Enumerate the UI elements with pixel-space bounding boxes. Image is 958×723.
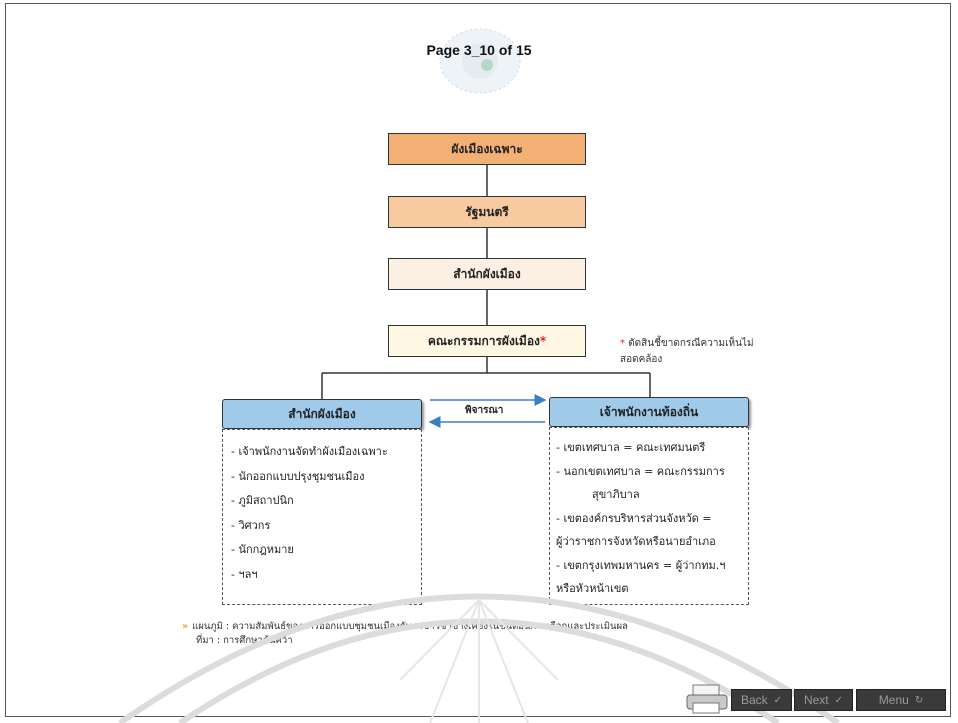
box-specific-city-plan: ผังเมืองเฉพาะ bbox=[388, 133, 586, 165]
box-right-local-officer: เจ้าพนักงานท้องถิ่น bbox=[549, 397, 749, 427]
consider-label: พิจารณา bbox=[465, 405, 504, 416]
printer-icon[interactable] bbox=[685, 683, 731, 715]
list-item: สุขาภิบาล bbox=[592, 488, 640, 501]
chevron-right-icon: » bbox=[182, 621, 189, 632]
menu-button[interactable]: Menu↻ bbox=[856, 689, 946, 711]
check-mark-icon: ✓ bbox=[773, 694, 783, 706]
list-item: ผู้ว่าราชการจังหวัดหรือนายอำเภอ bbox=[556, 535, 716, 548]
list-item: - ฯลฯ bbox=[231, 567, 258, 581]
back-button[interactable]: Back✓ bbox=[731, 689, 792, 711]
refresh-icon: ↻ bbox=[914, 694, 924, 706]
list-item: หรือหัวหน้าเขต bbox=[556, 582, 629, 595]
left-member-list: - เจ้าพนักงานจัดทำผังเมืองเฉพาะ - นักออก… bbox=[222, 429, 422, 605]
list-item: - เจ้าพนักงานจัดทำผังเมืองเฉพาะ bbox=[231, 445, 388, 458]
list-item: - นักออกแบบปรุงชุมชนเมือง bbox=[231, 469, 365, 483]
list-item: - ภูมิสถาปนิก bbox=[231, 494, 294, 507]
box-city-planning-office: สำนักผังเมือง bbox=[388, 258, 586, 290]
box-city-planning-committee: คณะกรรมการผังเมือง* bbox=[388, 325, 586, 357]
right-member-list: - เขตเทศบาล = คณะเทศมนตรี - นอกเขตเทศบาล… bbox=[549, 427, 749, 605]
page-title: Page 3_10 of 15 bbox=[426, 42, 532, 58]
list-item: - นักกฎหมาย bbox=[231, 543, 294, 556]
check-mark-icon: ✓ bbox=[834, 694, 844, 706]
committee-note: * ตัดสินชี้ขาดกรณีความเห็นไม่สอดคล้อง bbox=[620, 338, 754, 365]
list-item: - เขตกรุงเทพมหานคร = ผู้ว่ากทม.ฯ bbox=[556, 558, 726, 572]
box-minister: รัฐมนตรี bbox=[388, 196, 586, 228]
seal-watermark-icon bbox=[439, 28, 521, 94]
list-item: - เขตเทศบาล = คณะเทศมนตรี bbox=[556, 441, 706, 454]
next-button[interactable]: Next✓ bbox=[794, 689, 853, 711]
list-item: - เขตองค์กรบริหารส่วนจังหวัด = bbox=[556, 511, 712, 525]
box-left-planning-office: สำนักผังเมือง bbox=[222, 399, 422, 429]
list-item: - นอกเขตเทศบาล = คณะกรรมการ bbox=[556, 464, 725, 478]
list-item: - วิศวกร bbox=[231, 518, 271, 532]
chart-source-caption: »แผนภูมิ : ความสัมพันธ์ของการออกแบบชุมชน… bbox=[182, 621, 628, 646]
